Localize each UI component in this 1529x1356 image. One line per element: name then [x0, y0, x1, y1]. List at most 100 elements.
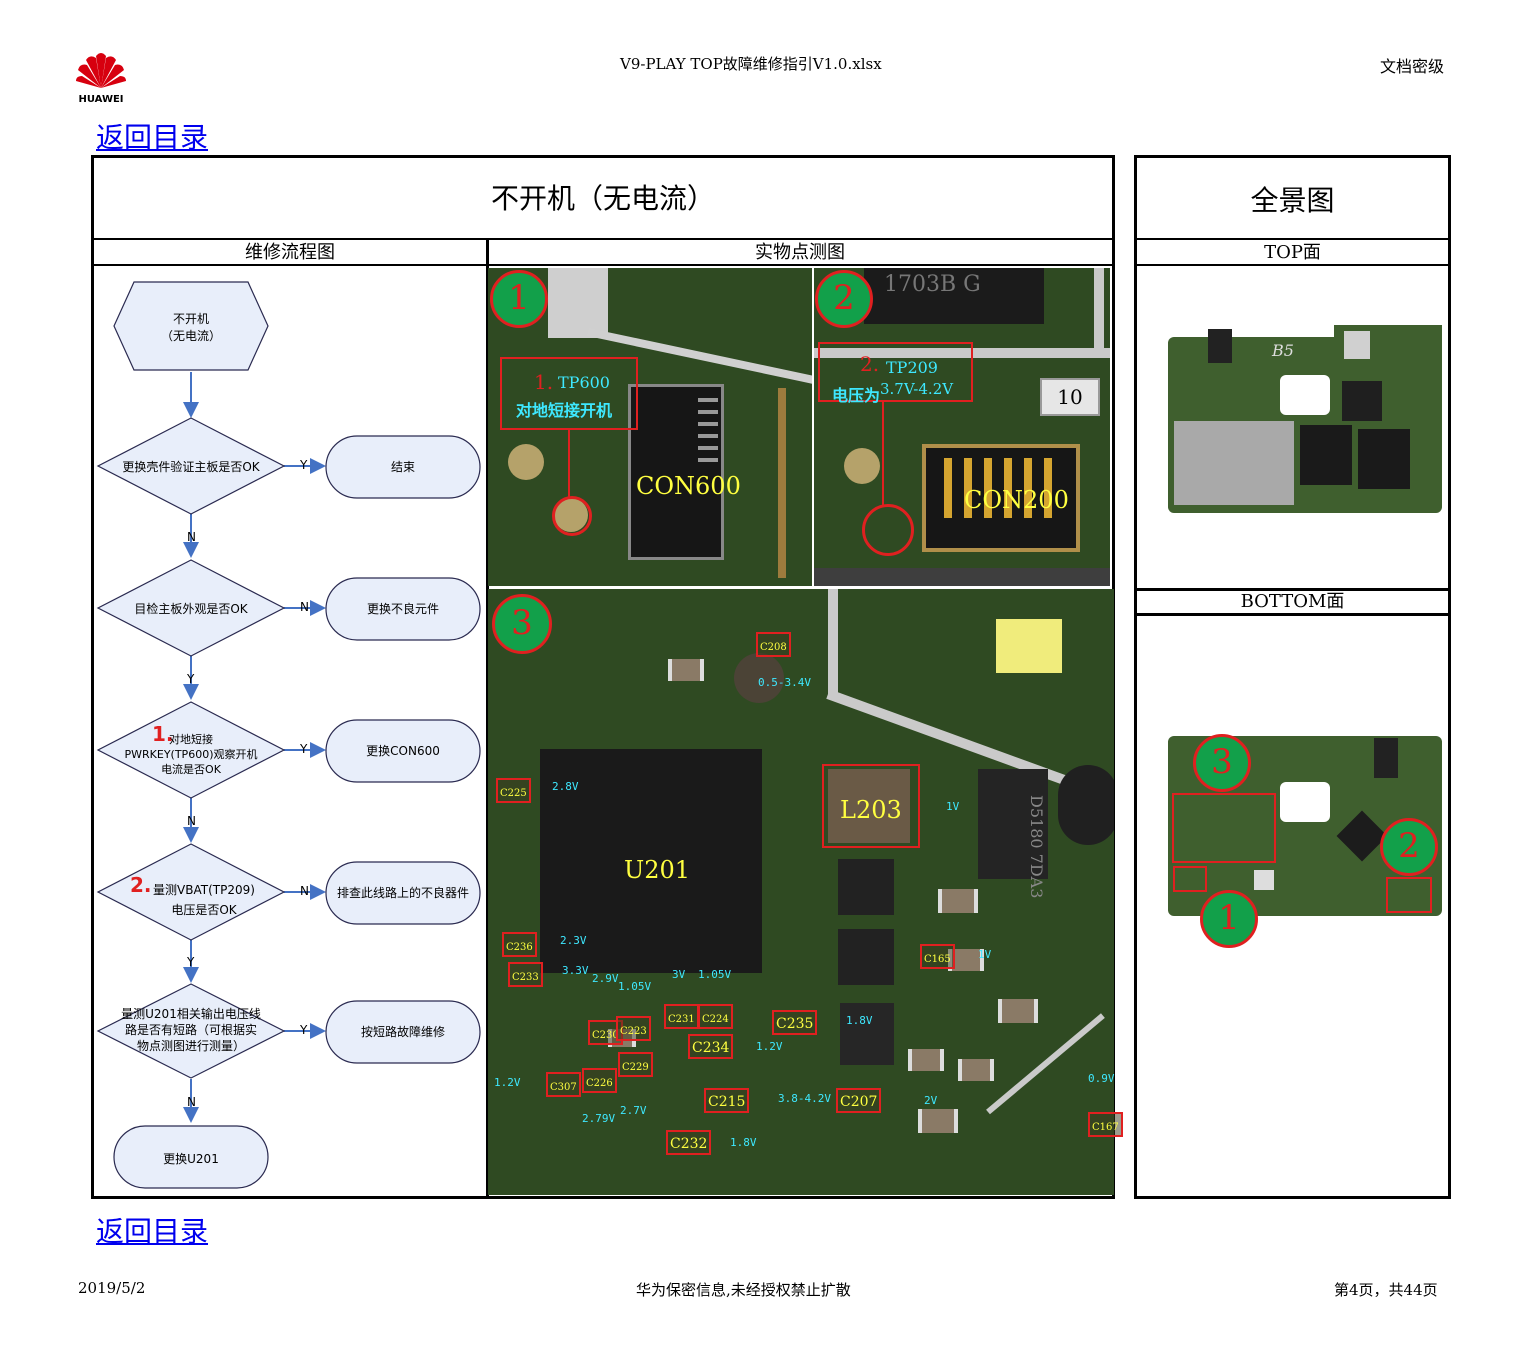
component-c225-label: C225 [496, 778, 531, 803]
flow-no-label: N [187, 1095, 196, 1109]
flow-no-label: N [187, 530, 196, 544]
photo-1-number: 1 [490, 270, 548, 328]
flow-result-2: 更换不良元件 [366, 602, 439, 616]
component-voltage: 3V [672, 968, 686, 981]
flow-no-label: N [300, 884, 309, 898]
component-voltage: 1V [978, 948, 992, 961]
flow-yes-label: Y [187, 955, 195, 969]
tp209-label: TP209 [886, 358, 938, 377]
back-to-toc-link-bottom[interactable]: 返回目录 [96, 1215, 209, 1248]
component-c229-label: C229 [618, 1052, 653, 1077]
flow-yes-label: Y [300, 1023, 308, 1037]
tp600-desc: 对地短接开机 [516, 401, 613, 420]
component-c231-label: C231 [664, 1004, 699, 1029]
flow-header: 维修流程图 [245, 242, 335, 263]
logo-text: HUAWEI [78, 94, 124, 105]
flow-step-number: 2. [130, 873, 152, 897]
u201-label: U201 [624, 856, 691, 884]
flow-end-node: 更换U201 [163, 1152, 219, 1166]
component-voltage: 0.5-3.4V [758, 676, 811, 689]
flow-yes-label: Y [187, 672, 195, 686]
tp209-desc: 电压为 [832, 386, 881, 405]
con600-label: CON600 [636, 472, 741, 500]
tp600-step: 1. [534, 370, 554, 394]
component-voltage: 2.79V [582, 1112, 616, 1125]
component-voltage: 1.2V [494, 1076, 521, 1089]
bottom-region-2-box [1386, 877, 1432, 913]
component-voltage: 2.7V [620, 1104, 647, 1117]
tp209-step: 2. [860, 352, 880, 376]
component-c167-label: C167 [1088, 1112, 1123, 1137]
component-c215-label: C215 [704, 1088, 750, 1113]
bottom-marker-1: 1 [1200, 890, 1258, 948]
callout-line [882, 402, 884, 506]
footer-page: 第4页，共44页 [1334, 1281, 1438, 1299]
huawei-logo: HUAWEI [74, 50, 128, 105]
component-c234-label: C234 [688, 1034, 734, 1059]
component-voltage: 0.9V [1088, 1072, 1115, 1085]
flow-start-node: 不开机 （无电流） [160, 312, 221, 343]
file-title: V9-PLAY TOP故障维修指引V1.0.xlsx [620, 55, 882, 73]
bottom-region-3-box [1172, 793, 1276, 863]
component-c207-label: C207 [836, 1088, 882, 1113]
photo-3: D5180 7DA3 [488, 589, 1114, 1195]
overview-panel: 全景图 TOP面 BOTTOM面 [1134, 155, 1451, 1199]
top-side-label: TOP面 [1264, 242, 1321, 263]
flow-no-label: N [187, 814, 196, 828]
flow-decision-1: 更换壳件验证主板是否OK [122, 460, 260, 474]
classification: 文档密级 [1380, 57, 1445, 76]
l203-label: L203 [840, 796, 902, 824]
back-to-toc-link-top[interactable]: 返回目录 [96, 121, 209, 154]
component-c236-label: C236 [502, 932, 537, 957]
flow-step-number: 1. [152, 722, 174, 746]
flow-decision-3: 对地短接 PWRKEY(TP600)观察开机 电流是否OK [124, 733, 258, 776]
component-voltage: 1V [946, 800, 960, 813]
overview-title: 全景图 [1250, 184, 1335, 217]
tp600-label: TP600 [558, 373, 610, 392]
component-c235-label: C235 [772, 1010, 818, 1035]
component-voltage: 3.3V [562, 964, 589, 977]
chip-1703b-label: 1703B G [884, 272, 981, 297]
component-voltage: 2.3V [560, 934, 587, 947]
component-voltage: 2.9V [592, 972, 619, 985]
flow-decision-5: 量测U201相关输出电压线 路是否有短路（可根据实 物点测图进行测量） [121, 1007, 261, 1053]
flow-no-label: N [300, 600, 309, 614]
flow-result-3: 更换CON600 [366, 744, 440, 758]
photo-2: 1703B G 10 [814, 268, 1110, 586]
huawei-petals-icon [76, 53, 126, 88]
component-voltage: 3.8-4.2V [778, 1092, 831, 1105]
footer-notice: 华为保密信息,未经授权禁止扩散 [636, 1281, 851, 1299]
tp209-point-marker [862, 504, 914, 556]
component-c232-label: C232 [666, 1130, 712, 1155]
component-voltage: 1.2V [756, 1040, 783, 1053]
flow-yes-label: Y [300, 458, 308, 472]
component-10-tag: 10 [1040, 378, 1100, 416]
component-c226-label: C226 [582, 1068, 617, 1093]
l203-box [822, 764, 920, 848]
component-c165-label: C165 [920, 944, 955, 969]
bottom-marker-3: 3 [1193, 734, 1251, 792]
photo-3-number: 3 [492, 594, 552, 654]
board-top-image: B5 [1168, 325, 1442, 513]
flow-decision-2: 目检主板外观是否OK [134, 602, 248, 616]
con200-label: CON200 [964, 486, 1069, 514]
photo-header: 实物点测图 [755, 242, 845, 263]
column-divider [486, 238, 489, 1196]
tp600-point-marker [552, 496, 592, 536]
flow-result-1: 结束 [390, 460, 415, 474]
callout-line [568, 430, 570, 498]
footer-date: 2019/5/2 [78, 1279, 146, 1297]
component-c233-label: C233 [508, 962, 543, 987]
flow-yes-label: Y [300, 742, 308, 756]
flow-result-5: 按短路故障维修 [360, 1025, 445, 1039]
flowchart-lines [96, 281, 481, 1189]
component-voltage: 1.8V [846, 1014, 873, 1027]
component-voltage: 1.05V [618, 980, 652, 993]
tp209-callout [818, 342, 973, 402]
component-c307-label: C307 [546, 1072, 581, 1097]
photo-2-number: 2 [815, 270, 873, 328]
component-c223-label: C223 [616, 1016, 651, 1041]
chip-mark: D5180 7DA3 [1027, 795, 1046, 899]
flow-result-4: 排查此线路上的不良器件 [336, 886, 469, 900]
tp209-volt: 3.7V-4.2V [880, 380, 954, 398]
